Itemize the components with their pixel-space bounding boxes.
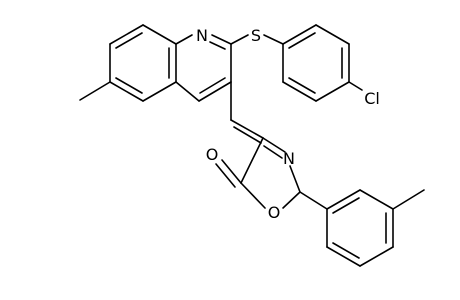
bond-double [233, 126, 262, 144]
bond [326, 189, 361, 210]
bond [142, 81, 177, 102]
bond-inner [288, 32, 316, 49]
bond [392, 189, 425, 210]
bond [230, 34, 249, 45]
bond-double [263, 145, 283, 159]
bond [221, 159, 242, 184]
bond-inner [115, 32, 143, 49]
bond [359, 189, 394, 210]
bond [240, 182, 266, 209]
bond [142, 24, 177, 45]
bond [359, 246, 394, 267]
bond [79, 81, 111, 101]
atom-o-carbonyl: O [206, 145, 219, 164]
bond [326, 246, 361, 267]
bond [289, 165, 301, 193]
bond [198, 81, 232, 102]
bond-inner [288, 77, 316, 94]
bond [282, 24, 317, 45]
bond [315, 24, 350, 45]
atom-n-quinoline: N [196, 26, 208, 45]
bond-inner [199, 77, 226, 94]
atom-labels: N S Cl N O O [196, 26, 380, 222]
bond [348, 81, 363, 91]
bond [262, 137, 286, 153]
atom-s: S [251, 26, 261, 45]
atom-cl: Cl [364, 89, 380, 108]
bond [240, 137, 264, 184]
atom-o-ring: O [268, 203, 281, 222]
bonds [79, 24, 425, 267]
bond-inner [115, 77, 143, 94]
bond-inner [209, 41, 226, 50]
bond-inner [332, 242, 360, 259]
bond-inner [332, 197, 360, 214]
bond [299, 191, 328, 210]
bond [315, 81, 350, 102]
bond [211, 34, 232, 45]
bond-double [215, 163, 236, 188]
bond [109, 81, 144, 102]
bond [109, 24, 144, 45]
atom-n-oxazole: N [283, 149, 295, 168]
bond [263, 34, 284, 45]
bond [282, 191, 301, 209]
bond [230, 119, 264, 139]
bond [175, 34, 193, 45]
bond [175, 81, 200, 102]
bond [282, 81, 317, 102]
